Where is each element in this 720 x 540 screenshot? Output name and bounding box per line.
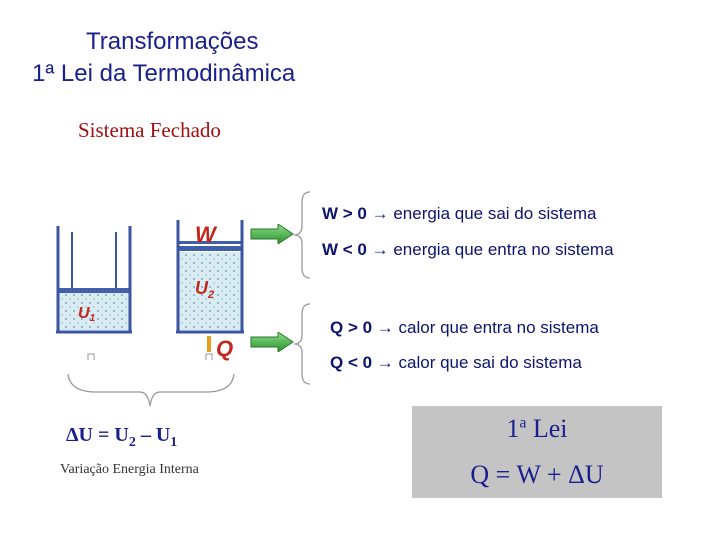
heat-positive-row: Q > 0 → calor que entra no sistema xyxy=(330,318,599,338)
delta-u-bracket xyxy=(67,373,235,407)
heat-negative-sign: Q < 0 xyxy=(330,353,373,372)
delta-u-equation: ΔU = U2 – U1 xyxy=(66,424,178,450)
work-bracket xyxy=(293,191,311,279)
heat-negative-row: Q < 0 → calor que sai do sistema xyxy=(330,353,582,373)
w-label: W xyxy=(195,222,218,247)
u1-label: U1 xyxy=(78,305,96,324)
u2-label: U2 xyxy=(195,278,214,301)
heat-positive-sign: Q > 0 xyxy=(330,318,373,337)
cylinder-final xyxy=(176,220,244,360)
work-negative-text: → energia que entra no sistema xyxy=(371,240,614,259)
section-subtitle: Sistema Fechado xyxy=(78,118,221,142)
q-label: Q xyxy=(216,336,233,361)
heat-bracket xyxy=(293,303,311,385)
work-negative-row: W < 0 → energia que entra no sistema xyxy=(322,240,614,260)
page-title-line1: Transformações xyxy=(86,28,259,55)
first-law-title: 1a Lei xyxy=(506,414,568,443)
work-positive-row: W > 0 → energia que sai do sistema xyxy=(322,204,597,224)
first-law-box: 1a Lei Q = W + ΔU xyxy=(412,406,662,498)
heat-positive-text: → calor que entra no sistema xyxy=(376,318,599,337)
first-law-equation: Q = W + ΔU xyxy=(470,460,604,489)
work-negative-sign: W < 0 xyxy=(322,240,367,259)
heat-arrow-icon xyxy=(250,332,294,352)
heat-negative-text: → calor que sai do sistema xyxy=(376,353,582,372)
page-title-line2: 1ª Lei da Termodinâmica xyxy=(32,60,296,87)
delta-u-caption: Variação Energia Interna xyxy=(60,462,199,477)
work-arrow-icon xyxy=(250,224,294,244)
work-positive-text: → energia que sai do sistema xyxy=(371,204,597,223)
cylinder-initial xyxy=(56,226,132,360)
work-positive-sign: W > 0 xyxy=(322,204,367,223)
piston-diagram: U1 U2 W Q xyxy=(56,220,244,361)
